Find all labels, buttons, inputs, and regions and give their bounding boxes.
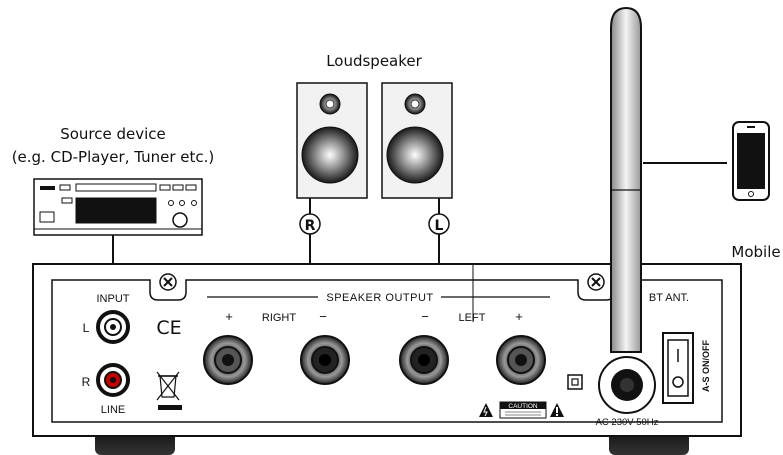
ac-power-socket: [598, 356, 656, 414]
input-l-label: L: [83, 321, 90, 335]
ce-mark: CE: [156, 317, 181, 339]
source-device: [33, 178, 203, 236]
weee-bin-icon: [156, 371, 182, 410]
right-speaker: [296, 82, 368, 199]
panel-screw-left: [159, 273, 177, 291]
double-insulation-icon: [567, 374, 583, 390]
line-label: LINE: [101, 404, 125, 416]
power-switch: [662, 332, 694, 404]
mobile-label: Mobile: [731, 243, 780, 261]
caution-sticker: CAUTION: [479, 401, 564, 419]
left-plus-label: +: [515, 309, 523, 324]
svg-text:CAUTION: CAUTION: [508, 403, 538, 410]
source-device-subtitle: (e.g. CD-Player, Tuner etc.): [12, 148, 215, 166]
input-r-label: R: [82, 375, 91, 389]
right-plus-label: +: [225, 309, 233, 324]
loudspeaker-label: Loudspeaker: [326, 52, 422, 70]
right-minus-label: −: [319, 309, 327, 324]
source-device-title: Source device: [60, 125, 166, 143]
input-label: INPUT: [97, 293, 130, 305]
right-plus-terminal: [203, 335, 253, 385]
svg-text:L: L: [435, 218, 444, 234]
left-minus-terminal: [399, 335, 449, 385]
speaker-r-badge: R: [299, 213, 321, 235]
left-speaker: [381, 82, 453, 199]
left-channel-label: LEFT: [459, 312, 486, 324]
rca-input-left-jack: [96, 310, 130, 344]
panel-screw-right: [587, 273, 605, 291]
power-switch-label: A-S ON/OFF: [701, 340, 711, 392]
right-channel-label: RIGHT: [262, 312, 297, 324]
speaker-l-badge: L: [428, 213, 450, 235]
right-minus-terminal: [300, 335, 350, 385]
left-plus-terminal: [496, 335, 546, 385]
speaker-output-label: SPEAKER OUTPUT: [326, 292, 433, 304]
ac-rating-label: AC 230V 50Hz: [596, 417, 659, 428]
svg-text:R: R: [305, 218, 316, 234]
bluetooth-antenna: [610, 6, 642, 353]
bt-antenna-label: BT ANT.: [649, 292, 689, 304]
left-minus-label: −: [421, 309, 429, 324]
rca-input-right-jack: [96, 363, 130, 397]
mobile-phone-icon: [732, 121, 770, 201]
